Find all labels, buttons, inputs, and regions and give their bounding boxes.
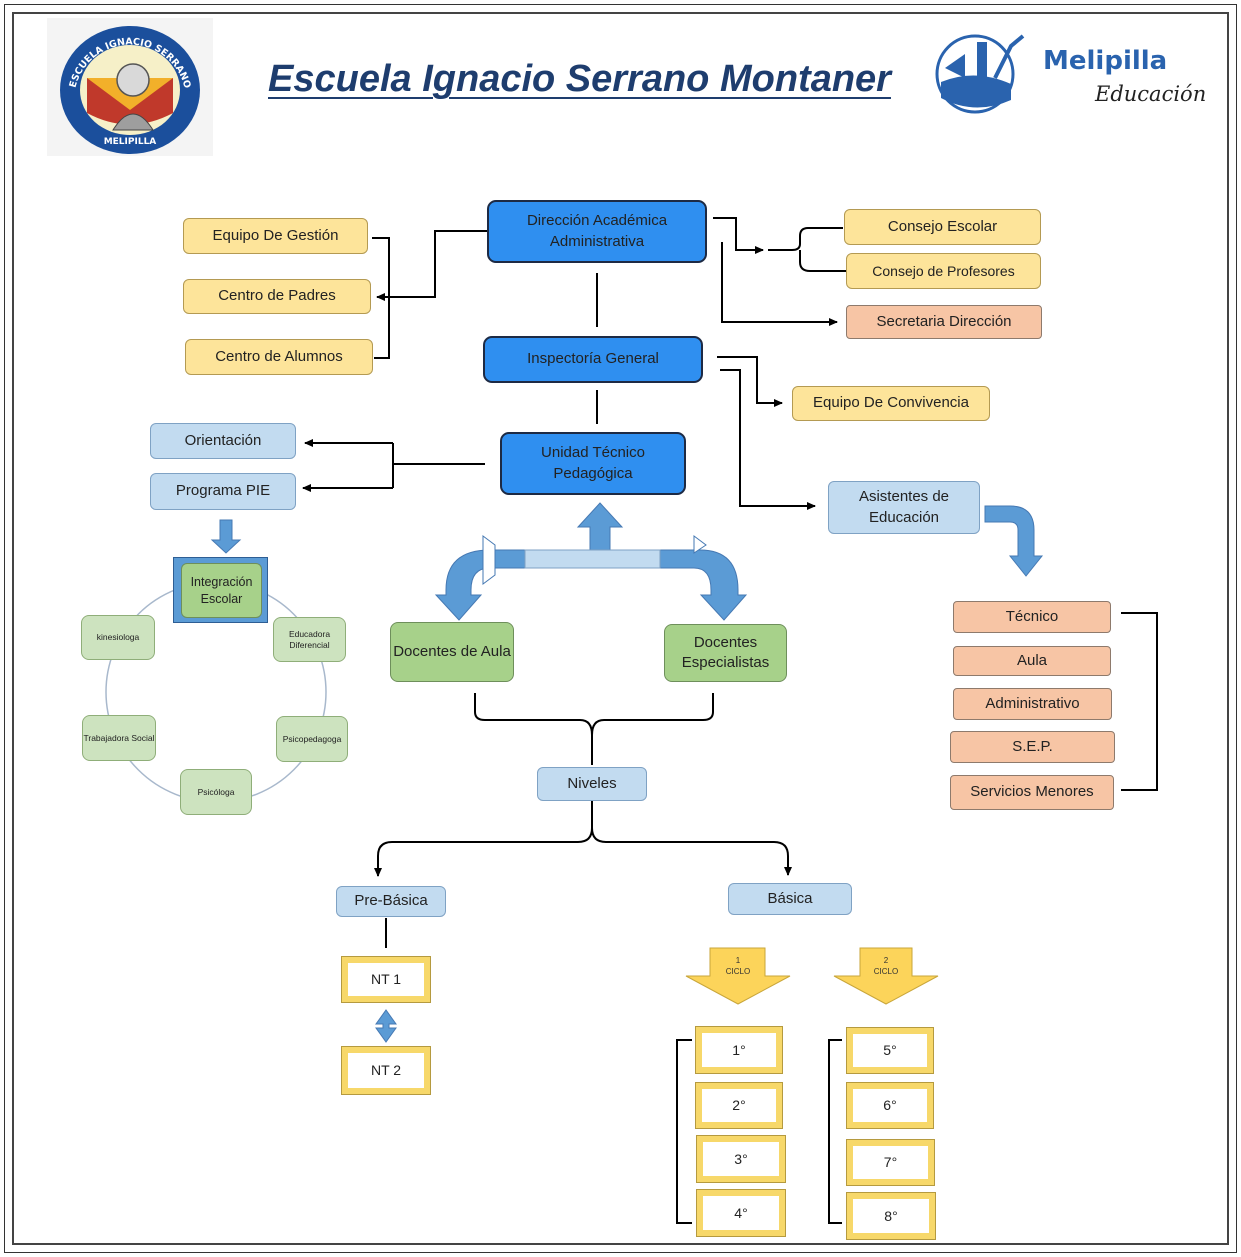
node-integracion: Integración Escolar — [181, 563, 262, 618]
page-title: Escuela Ignacio Serrano Montaner — [268, 58, 891, 100]
page-border-inner — [12, 12, 1229, 1245]
node-basica: Básica — [728, 883, 852, 915]
grade-6: 6° — [846, 1082, 934, 1129]
pie-team-kinesiologa: kinesiologa — [81, 615, 155, 660]
node-equipo-convivencia: Equipo De Convivencia — [792, 386, 990, 421]
ciclo-2-label: CICLO — [874, 967, 898, 976]
node-equipo-gestion: Equipo De Gestión — [183, 218, 368, 254]
page-border-outer — [4, 4, 1237, 1253]
level-nt1: NT 1 — [341, 956, 431, 1003]
pie-team-trabajadora-social: Trabajadora Social — [82, 715, 156, 761]
grade-7: 7° — [846, 1139, 935, 1186]
melipilla-logo-sub: Educación — [1095, 82, 1207, 106]
node-asistentes: Asistentes de Educación — [828, 481, 980, 534]
pie-team-psicologa: Psicóloga — [180, 769, 252, 815]
node-programa-pie: Programa PIE — [150, 473, 296, 510]
school-logo: ESCUELA IGNACIO SERRANO MONTANER MELIPIL… — [42, 10, 213, 156]
melipilla-logo-name: Melipilla — [1043, 46, 1168, 76]
node-direccion: Dirección Académica Administrativa — [487, 200, 707, 263]
pie-team-educadora-diferencial: Educadora Diferencial — [273, 617, 346, 662]
asistente-item-aula: Aula — [953, 646, 1111, 676]
grade-1: 1° — [695, 1026, 783, 1074]
node-docentes-especialistas: Docentes Especialistas — [664, 624, 787, 682]
node-consejo-escolar: Consejo Escolar — [844, 209, 1041, 245]
node-centro-padres: Centro de Padres — [183, 279, 371, 314]
integracion-frame: Integración Escolar — [173, 557, 268, 623]
school-logo-bottom-text: MELIPILLA — [104, 137, 157, 147]
node-centro-alumnos: Centro de Alumnos — [185, 339, 373, 375]
node-docentes-aula: Docentes de Aula — [390, 622, 514, 682]
grade-8: 8° — [846, 1192, 936, 1240]
node-orientacion: Orientación — [150, 423, 296, 459]
node-pre-basica: Pre-Básica — [336, 886, 446, 917]
node-utp: Unidad Técnico Pedagógica — [500, 432, 686, 495]
node-inspectoria: Inspectoría General — [483, 336, 703, 383]
asistente-item-servicios-menores: Servicios Menores — [950, 775, 1114, 810]
pie-team-psicopedagoga: Psicopedagoga — [276, 716, 348, 762]
grade-2: 2° — [695, 1082, 783, 1129]
ciclo-2-number: 2 — [884, 956, 889, 965]
node-secretaria: Secretaria Dirección — [846, 305, 1042, 339]
melipilla-educacion-logo: Melipilla Educación — [915, 28, 1207, 118]
grade-3: 3° — [696, 1135, 786, 1183]
node-niveles: Niveles — [537, 767, 647, 801]
asistente-item-sep: S.E.P. — [950, 731, 1115, 763]
grade-4: 4° — [696, 1189, 786, 1237]
ciclo-1-number: 1 — [736, 956, 741, 965]
grade-5: 5° — [846, 1027, 934, 1074]
node-consejo-profesores: Consejo de Profesores — [846, 253, 1041, 289]
asistente-item-tecnico: Técnico — [953, 601, 1111, 633]
asistente-item-administrativo: Administrativo — [953, 688, 1112, 720]
level-nt2: NT 2 — [341, 1046, 431, 1095]
ciclo-1-label: CICLO — [726, 967, 750, 976]
